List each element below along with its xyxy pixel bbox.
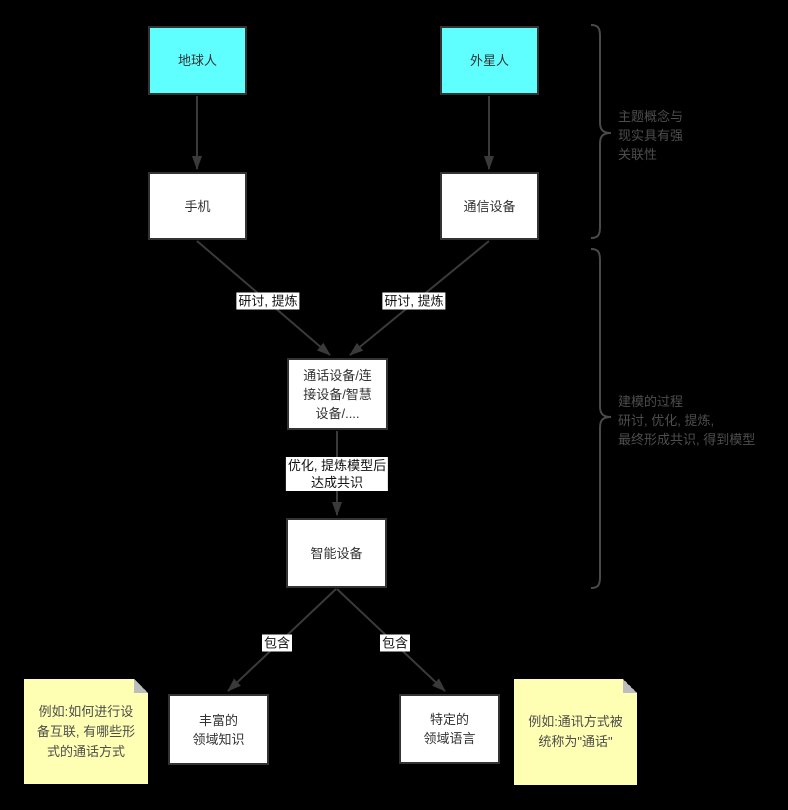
annotation-theme: 主题概念与 现实具有强 关联性 bbox=[618, 109, 684, 162]
node-phone-label: 手机 bbox=[184, 198, 211, 214]
node-draft-model[interactable]: 通话设备/连 接设备/智慧 设备/.... bbox=[287, 358, 388, 430]
annotation-modeling: 建模的过程 研讨, 优化, 提炼, 最终形成共识, 得到模型 bbox=[618, 394, 756, 447]
node-comm-device[interactable]: 通信设备 bbox=[440, 172, 539, 240]
edge-label-contain-left: 包含 bbox=[261, 634, 293, 652]
edge-label-contain-right: 包含 bbox=[379, 634, 411, 652]
edge-label-optimize: 优化, 提炼模型后 达成共识 bbox=[285, 457, 389, 491]
sticky-note-right-text: 例如:通讯方式被 统称为"通话" bbox=[528, 714, 623, 749]
node-rich-domain-knowledge[interactable]: 丰富的 领域知识 bbox=[168, 694, 269, 765]
sticky-note-left[interactable]: 例如:如何进行设 备互联, 有哪些形 式的通话方式 bbox=[24, 679, 148, 784]
node-earthling-label: 地球人 bbox=[177, 53, 217, 68]
edge-label-refine-right: 研讨, 提炼 bbox=[382, 292, 446, 310]
node-earthling[interactable]: 地球人 bbox=[148, 26, 247, 95]
node-alien[interactable]: 外星人 bbox=[440, 26, 539, 95]
brace-theme-annotation bbox=[590, 24, 612, 239]
node-smart-device-label: 智能设备 bbox=[310, 545, 363, 561]
sticky-note-left-text: 例如:如何进行设 备互联, 有哪些形 式的通话方式 bbox=[36, 703, 136, 759]
edge-label-refine-left: 研讨, 提炼 bbox=[236, 292, 300, 310]
sticky-note-right[interactable]: 例如:通讯方式被 统称为"通话" bbox=[514, 679, 637, 785]
node-phone[interactable]: 手机 bbox=[148, 172, 247, 240]
note-fold-icon bbox=[623, 679, 637, 693]
node-specific-domain-language[interactable]: 特定的 领域语言 bbox=[399, 694, 500, 764]
note-fold-icon bbox=[134, 679, 148, 693]
brace-modeling-annotation bbox=[590, 248, 612, 589]
node-specific-domain-language-label: 特定的 领域语言 bbox=[423, 712, 476, 746]
node-comm-device-label: 通信设备 bbox=[463, 198, 516, 214]
node-alien-label: 外星人 bbox=[469, 53, 509, 68]
node-draft-model-label: 通话设备/连 接设备/智慧 设备/.... bbox=[303, 367, 372, 421]
node-smart-device[interactable]: 智能设备 bbox=[286, 518, 387, 588]
node-rich-domain-knowledge-label: 丰富的 领域知识 bbox=[192, 712, 245, 747]
